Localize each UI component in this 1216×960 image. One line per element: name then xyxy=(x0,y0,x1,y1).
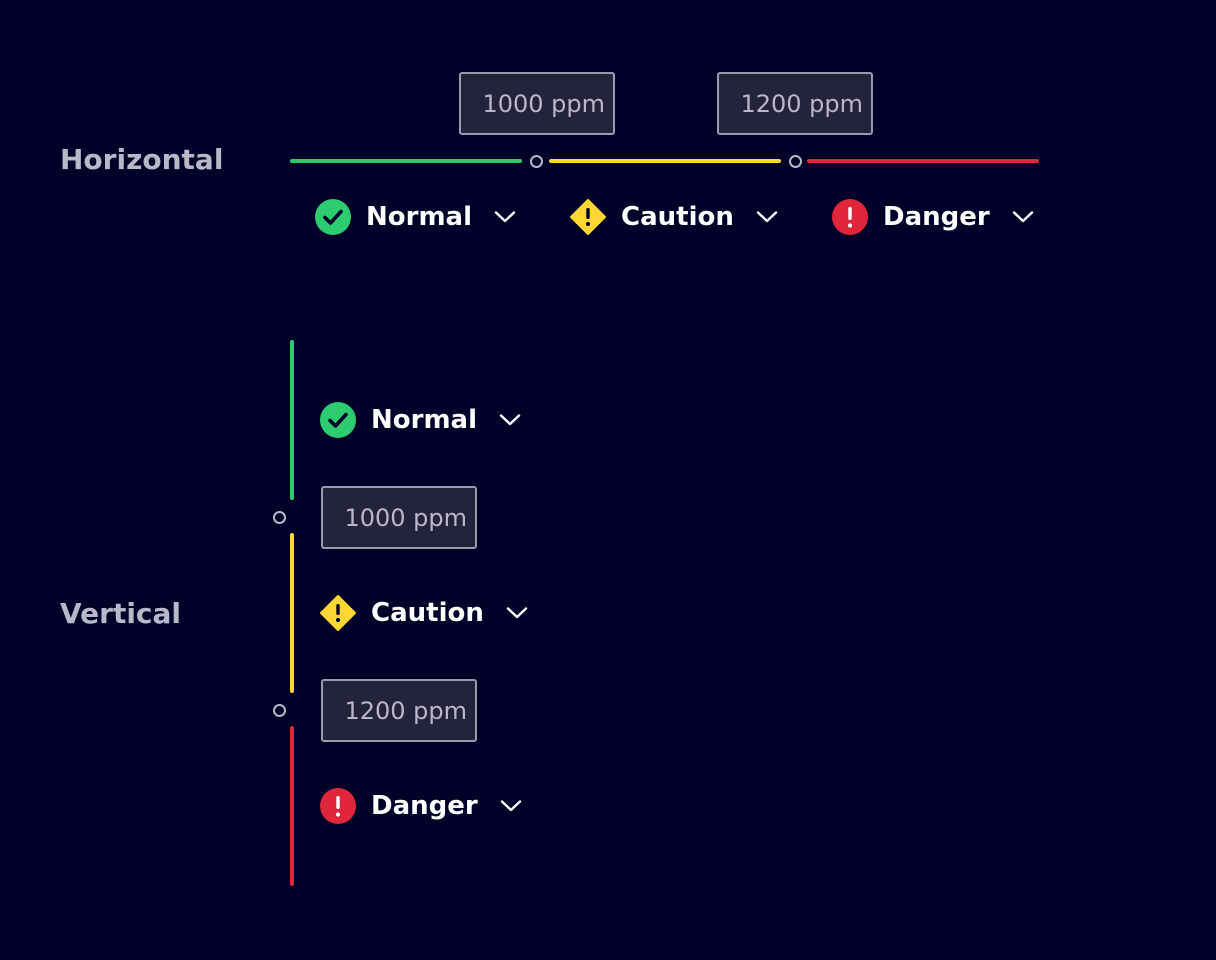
horizontal-threshold-1-input[interactable] xyxy=(459,72,615,135)
vertical-caution-range-bar xyxy=(290,533,294,693)
vertical-section-label: Vertical xyxy=(60,597,182,630)
vertical-threshold-2-input[interactable] xyxy=(321,679,477,742)
status-label: Caution xyxy=(621,202,734,232)
warning-diamond-icon xyxy=(570,199,606,235)
chevron-down-icon xyxy=(756,210,778,224)
status-label: Danger xyxy=(371,791,478,821)
chevron-down-icon xyxy=(1012,210,1034,224)
status-label: Caution xyxy=(371,598,484,628)
chevron-down-icon xyxy=(500,799,522,813)
vertical-status-danger-dropdown[interactable]: Danger xyxy=(320,786,522,826)
horizontal-threshold-1-handle[interactable] xyxy=(530,155,543,168)
warning-diamond-icon xyxy=(320,595,356,631)
horizontal-normal-range-bar xyxy=(290,159,522,163)
vertical-status-normal-dropdown[interactable]: Normal xyxy=(320,400,521,440)
vertical-danger-range-bar xyxy=(290,726,294,886)
check-circle-icon xyxy=(315,199,351,235)
vertical-threshold-1-input[interactable] xyxy=(321,486,477,549)
vertical-status-caution-dropdown[interactable]: Caution xyxy=(320,593,528,633)
horizontal-danger-range-bar xyxy=(807,159,1039,163)
check-circle-icon xyxy=(320,402,356,438)
vertical-threshold-2-handle[interactable] xyxy=(273,704,286,717)
vertical-threshold-1-handle[interactable] xyxy=(273,511,286,524)
horizontal-section-label: Horizontal xyxy=(60,143,224,176)
horizontal-threshold-2-handle[interactable] xyxy=(789,155,802,168)
alert-circle-icon xyxy=(832,199,868,235)
vertical-normal-range-bar xyxy=(290,340,294,500)
alert-circle-icon xyxy=(320,788,356,824)
horizontal-status-caution-dropdown[interactable]: Caution xyxy=(570,197,778,237)
horizontal-threshold-2-input[interactable] xyxy=(717,72,873,135)
status-label: Normal xyxy=(366,202,472,232)
horizontal-status-normal-dropdown[interactable]: Normal xyxy=(315,197,516,237)
horizontal-status-danger-dropdown[interactable]: Danger xyxy=(832,197,1034,237)
status-label: Normal xyxy=(371,405,477,435)
chevron-down-icon xyxy=(499,413,521,427)
status-label: Danger xyxy=(883,202,990,232)
chevron-down-icon xyxy=(506,606,528,620)
chevron-down-icon xyxy=(494,210,516,224)
horizontal-caution-range-bar xyxy=(549,159,781,163)
